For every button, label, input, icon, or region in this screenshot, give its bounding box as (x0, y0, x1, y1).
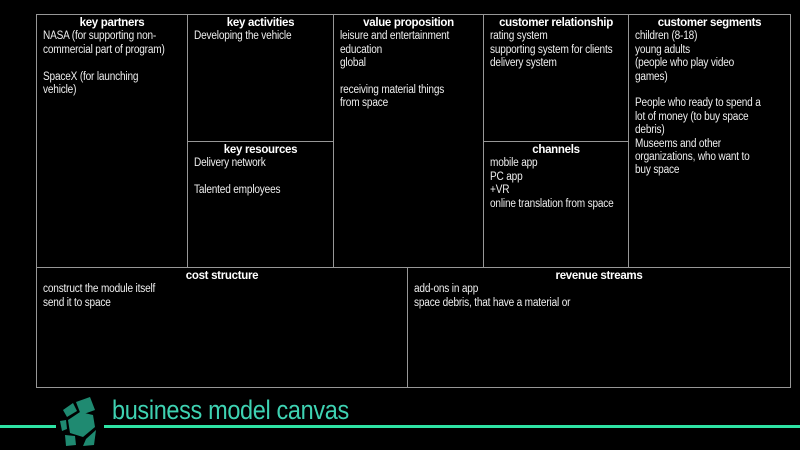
section-title: customer segments (657, 17, 762, 29)
section-body: children (8-18) young adults (people who… (635, 30, 761, 177)
section-revenue-streams: revenue streams add-ons in app space deb… (408, 268, 790, 388)
section-body: Delivery network Talented employees (194, 157, 281, 197)
section-body: construct the module itself send it to s… (43, 283, 156, 309)
grid-line (407, 267, 408, 388)
section-customer-segments: customer segments children (8-18) young … (629, 15, 790, 267)
section-body: Developing the vehicle (194, 30, 292, 43)
section-title: revenue streams (555, 270, 643, 282)
hexagon-tiles-logo-icon (56, 396, 104, 448)
page-title: business model canvas (112, 395, 349, 425)
section-title: key resources (223, 144, 298, 156)
section-key-partners: key partners NASA (for supporting non- c… (37, 15, 187, 267)
section-body: mobile app PC app +VR online translation… (490, 157, 614, 210)
section-body: NASA (for supporting non- commercial par… (43, 30, 165, 97)
grid-line (187, 141, 334, 142)
section-title: cost structure (185, 270, 259, 282)
section-title: value proposition (363, 17, 454, 29)
grid-line (37, 267, 790, 268)
business-model-canvas-grid: key partners NASA (for supporting non- c… (36, 14, 791, 388)
section-body: rating system supporting system for clie… (490, 30, 613, 70)
section-title: key partners (79, 17, 145, 29)
section-customer-relationship: customer relationship rating system supp… (484, 15, 628, 141)
section-title: key activities (226, 17, 295, 29)
section-key-resources: key resources Delivery network Talented … (188, 142, 333, 267)
section-title: customer relationship (499, 17, 613, 29)
section-body: leisure and entertainment education glob… (340, 30, 450, 110)
footer-accent-line (0, 425, 800, 428)
section-channels: channels mobile app PC app +VR online tr… (484, 142, 628, 267)
section-body: add-ons in app space debris, that have a… (414, 283, 571, 309)
section-key-activities: key activities Developing the vehicle (188, 15, 333, 141)
section-title: channels (532, 144, 580, 156)
section-value-proposition: value proposition leisure and entertainm… (334, 15, 483, 267)
grid-line (483, 141, 629, 142)
section-cost-structure: cost structure construct the module itse… (37, 268, 407, 388)
